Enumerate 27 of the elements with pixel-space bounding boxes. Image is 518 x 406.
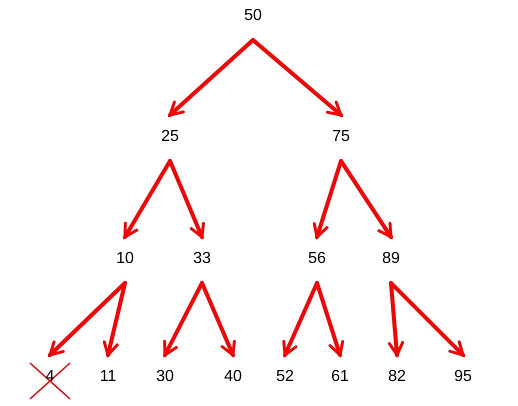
node-label: 50 (244, 7, 262, 25)
arrow (388, 281, 404, 357)
arrow (123, 159, 172, 239)
node-label: 75 (332, 128, 350, 146)
arrow (339, 159, 393, 239)
node-label: 82 (388, 368, 406, 386)
arrow (315, 281, 344, 357)
arrow (251, 38, 343, 117)
node-label: 95 (454, 368, 472, 386)
node-label: 40 (224, 368, 242, 386)
node-label: 56 (308, 250, 326, 268)
node-label: 89 (382, 250, 400, 268)
arrow (102, 281, 127, 357)
arrow (312, 159, 343, 239)
arrow (282, 281, 319, 357)
node-label: 30 (156, 368, 174, 386)
arrow (163, 281, 204, 357)
node-label: 11 (100, 368, 116, 386)
arrow (168, 38, 255, 117)
arrow (168, 159, 205, 239)
node-label: 10 (116, 250, 134, 268)
node-label: 25 (161, 128, 179, 146)
node-label: 61 (331, 368, 349, 386)
node-label: 52 (276, 368, 294, 386)
arrow (200, 281, 236, 357)
node-label: 33 (193, 250, 211, 268)
arrow (389, 281, 465, 357)
